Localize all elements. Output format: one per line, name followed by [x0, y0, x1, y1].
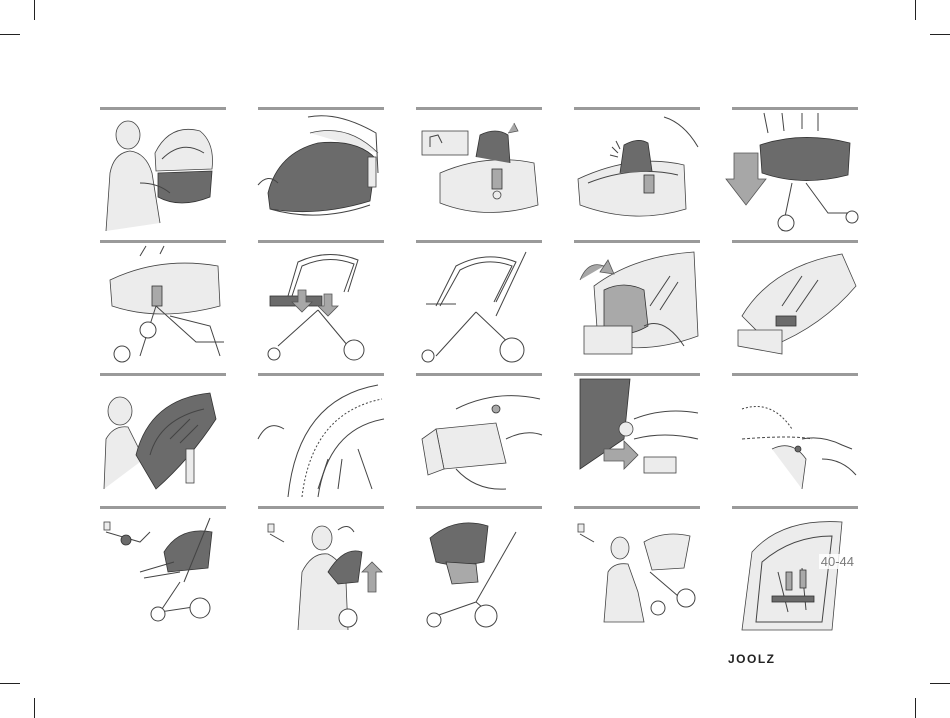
- harness-zip-illustration: [732, 379, 858, 497]
- man-holding-carrycot-illustration: [100, 113, 226, 231]
- man-kneeling-fold-illustration: [574, 512, 700, 630]
- frame-bumper-illustration: [258, 246, 384, 364]
- panel-divider: [100, 373, 226, 376]
- panel-3-5: [732, 373, 858, 497]
- carrycot-cover-illustration: [258, 113, 384, 231]
- panel-divider: [574, 506, 700, 509]
- panel-4-4: [574, 506, 700, 630]
- panel-1-3: [416, 107, 542, 231]
- panel-divider: [732, 107, 858, 110]
- panel-divider: [416, 506, 542, 509]
- instruction-grid: 40-44: [100, 107, 860, 632]
- panel-divider: [100, 107, 226, 110]
- carrycot-release-illustration: [100, 246, 226, 364]
- crop-mark-top-right-h: [930, 34, 950, 35]
- crop-mark-bottom-right-h: [930, 683, 950, 684]
- panel-2-4: [574, 240, 700, 364]
- panel-divider: [416, 107, 542, 110]
- panel-3-1: [100, 373, 226, 497]
- stroller-recline-illustration: [100, 512, 226, 630]
- crop-mark-bottom-left-h: [0, 683, 20, 684]
- carrycot-on-frame-illustration: [732, 113, 858, 231]
- crop-mark-bottom-left-v: [34, 698, 35, 718]
- panel-2-3: [416, 240, 542, 364]
- panel-2-1: [100, 240, 226, 364]
- brand-logo: JOOLZ: [728, 652, 776, 666]
- panel-divider: [100, 240, 226, 243]
- panel-divider: [258, 373, 384, 376]
- panel-2-2: [258, 240, 384, 364]
- seat-side-button-illustration: [574, 379, 700, 497]
- seat-unit-illustration: [732, 246, 858, 364]
- reference-pages-label: 40-44: [819, 554, 856, 569]
- panel-divider: [574, 373, 700, 376]
- crop-mark-top-left-h: [0, 34, 20, 35]
- panel-4-3: [416, 506, 542, 630]
- panel-3-2: [258, 373, 384, 497]
- crop-mark-bottom-right-v: [915, 698, 916, 718]
- panel-1-4: [574, 107, 700, 231]
- man-seat-unit-illustration: [100, 379, 226, 497]
- panel-divider: [574, 107, 700, 110]
- panel-1-5: [732, 107, 858, 231]
- panel-4-2: [258, 506, 384, 630]
- panel-divider: [100, 506, 226, 509]
- seat-harness-top-view-illustration: [732, 512, 858, 630]
- seat-fabric-flip-illustration: [574, 246, 700, 364]
- panel-divider: [574, 240, 700, 243]
- man-lifting-seat-illustration: [258, 512, 384, 630]
- crop-mark-top-right-v: [915, 0, 916, 20]
- panel-divider: [732, 506, 858, 509]
- frame-illustration: [416, 246, 542, 364]
- panel-2-5: [732, 240, 858, 364]
- panel-1-2: [258, 107, 384, 231]
- crop-mark-top-left-v: [34, 0, 35, 20]
- panel-divider: [416, 240, 542, 243]
- panel-3-3: [416, 373, 542, 497]
- panel-4-5: 40-44: [732, 506, 858, 630]
- seat-liner-illustration: [258, 379, 384, 497]
- panel-1-1: [100, 107, 226, 231]
- panel-divider: [732, 373, 858, 376]
- panel-divider: [258, 506, 384, 509]
- footrest-cover-illustration: [416, 379, 542, 497]
- panel-3-4: [574, 373, 700, 497]
- stroller-complete-illustration: [416, 512, 542, 630]
- carrycot-handle-click-illustration: [574, 113, 700, 231]
- panel-divider: [416, 373, 542, 376]
- panel-divider: [258, 240, 384, 243]
- panel-divider: [732, 240, 858, 243]
- panel-divider: [258, 107, 384, 110]
- panel-4-1: [100, 506, 226, 630]
- carrycot-handle-illustration: [416, 113, 542, 231]
